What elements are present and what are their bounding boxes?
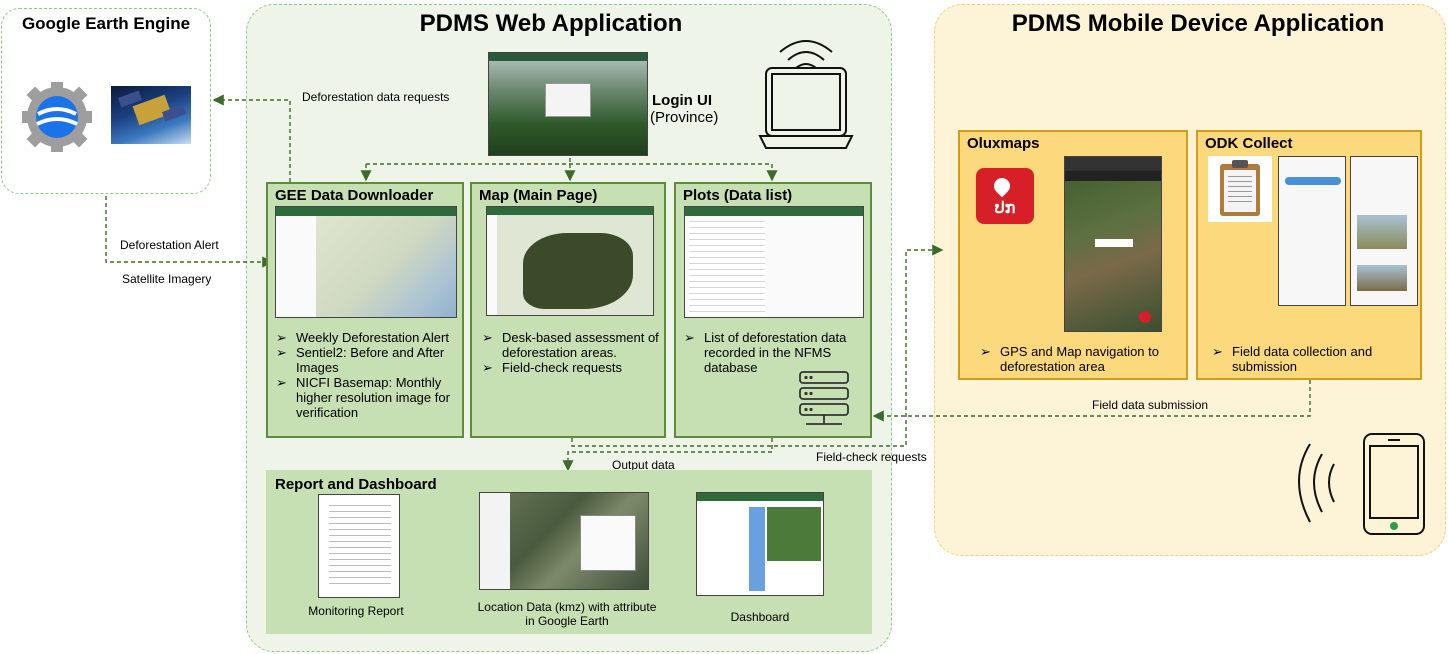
gee-downloader-panel: GEE Data Downloader ➢Weekly Deforestatio… <box>266 182 464 438</box>
login-screenshot <box>488 52 648 156</box>
monitoring-report-thumbnail <box>318 494 400 598</box>
oluxmaps-logo-icon: ປກ <box>976 168 1034 224</box>
earth-engine-logo-icon <box>22 82 92 152</box>
mobile-title: PDMS Mobile Device Application <box>1011 10 1385 37</box>
gee-title: Google Earth Engine <box>21 14 191 33</box>
laptop-icon <box>758 40 854 149</box>
oluxmaps-bullets: ➢GPS and Map navigation to deforestation… <box>978 344 1188 374</box>
list-item: ➢Sentiel2: Before and After Images <box>276 345 445 375</box>
field-submission-label: Field data submission <box>1092 398 1209 412</box>
plots-screenshot <box>684 206 864 318</box>
def-requests-label: Deforestation data requests <box>302 90 450 104</box>
odk-collect-bullets: ➢Field data collection and submission <box>1210 344 1420 374</box>
login-subtitle: (Province) <box>650 109 719 126</box>
plots-title: Plots (Data list) <box>683 187 793 204</box>
map-panel: Map (Main Page) ➢Desk-based assessment o… <box>470 182 666 438</box>
oluxmaps-panel: Oluxmaps ປກ ➢GPS and Map navigation to d… <box>958 130 1188 380</box>
kmz-caption: Location Data (kmz) with attribute in Go… <box>477 600 657 628</box>
map-bullets: ➢Desk-based assessment of deforestation … <box>480 330 666 375</box>
plots-panel: Plots (Data list) ➢List of deforestation… <box>674 182 872 438</box>
odk-form-screenshot <box>1278 156 1346 306</box>
odk-collect-title: ODK Collect <box>1205 135 1293 152</box>
login-title: Login UI <box>652 92 712 109</box>
plots-bullets: ➢List of deforestation data recorded in … <box>682 330 872 375</box>
satellite-imagery-label: Satellite Imagery <box>122 272 212 286</box>
map-screenshot <box>486 206 654 316</box>
report-dashboard-title: Report and Dashboard <box>275 476 437 493</box>
list-item: ➢Field-check requests <box>482 360 622 375</box>
satellite-image <box>111 86 191 144</box>
database-server-icon <box>799 371 849 425</box>
web-title: PDMS Web Application <box>419 10 683 37</box>
dashboard-thumbnail <box>696 492 824 596</box>
list-item: ➢Field data collection and submission <box>1212 344 1373 374</box>
oluxmaps-title: Oluxmaps <box>967 135 1040 152</box>
kmz-google-earth-thumbnail <box>479 492 649 590</box>
field-check-label: Field-check requests <box>816 450 927 464</box>
gee-downloader-screenshot <box>275 206 457 318</box>
list-item: ➢Desk-based assessment of deforestation … <box>482 330 659 360</box>
gee-downloader-bullets: ➢Weekly Deforestation Alert ➢Sentiel2: B… <box>274 330 464 420</box>
odk-photo-screenshot <box>1350 156 1418 306</box>
list-item: ➢GPS and Map navigation to deforestation… <box>980 344 1159 374</box>
odk-collect-panel: ODK Collect ➢Field data collection and s… <box>1196 130 1422 380</box>
oluxmaps-screenshot <box>1064 156 1162 332</box>
list-item: ➢Weekly Deforestation Alert <box>276 330 449 345</box>
smartphone-icon <box>1298 433 1425 535</box>
gee-downloader-title: GEE Data Downloader <box>275 187 434 204</box>
report-dashboard-panel: Report and Dashboard Monitoring Report L… <box>266 470 872 634</box>
dashboard-caption: Dashboard <box>730 610 790 624</box>
output-data-label: Output data <box>612 458 675 472</box>
map-title: Map (Main Page) <box>479 187 598 204</box>
odk-clipboard-icon <box>1208 156 1272 222</box>
list-item: ➢List of deforestation data recorded in … <box>684 330 847 375</box>
monitoring-report-caption: Monitoring Report <box>308 604 404 618</box>
list-item: ➢NICFI Basemap: Monthly higher resolutio… <box>276 375 450 420</box>
def-alert-label: Deforestation Alert <box>120 238 219 252</box>
